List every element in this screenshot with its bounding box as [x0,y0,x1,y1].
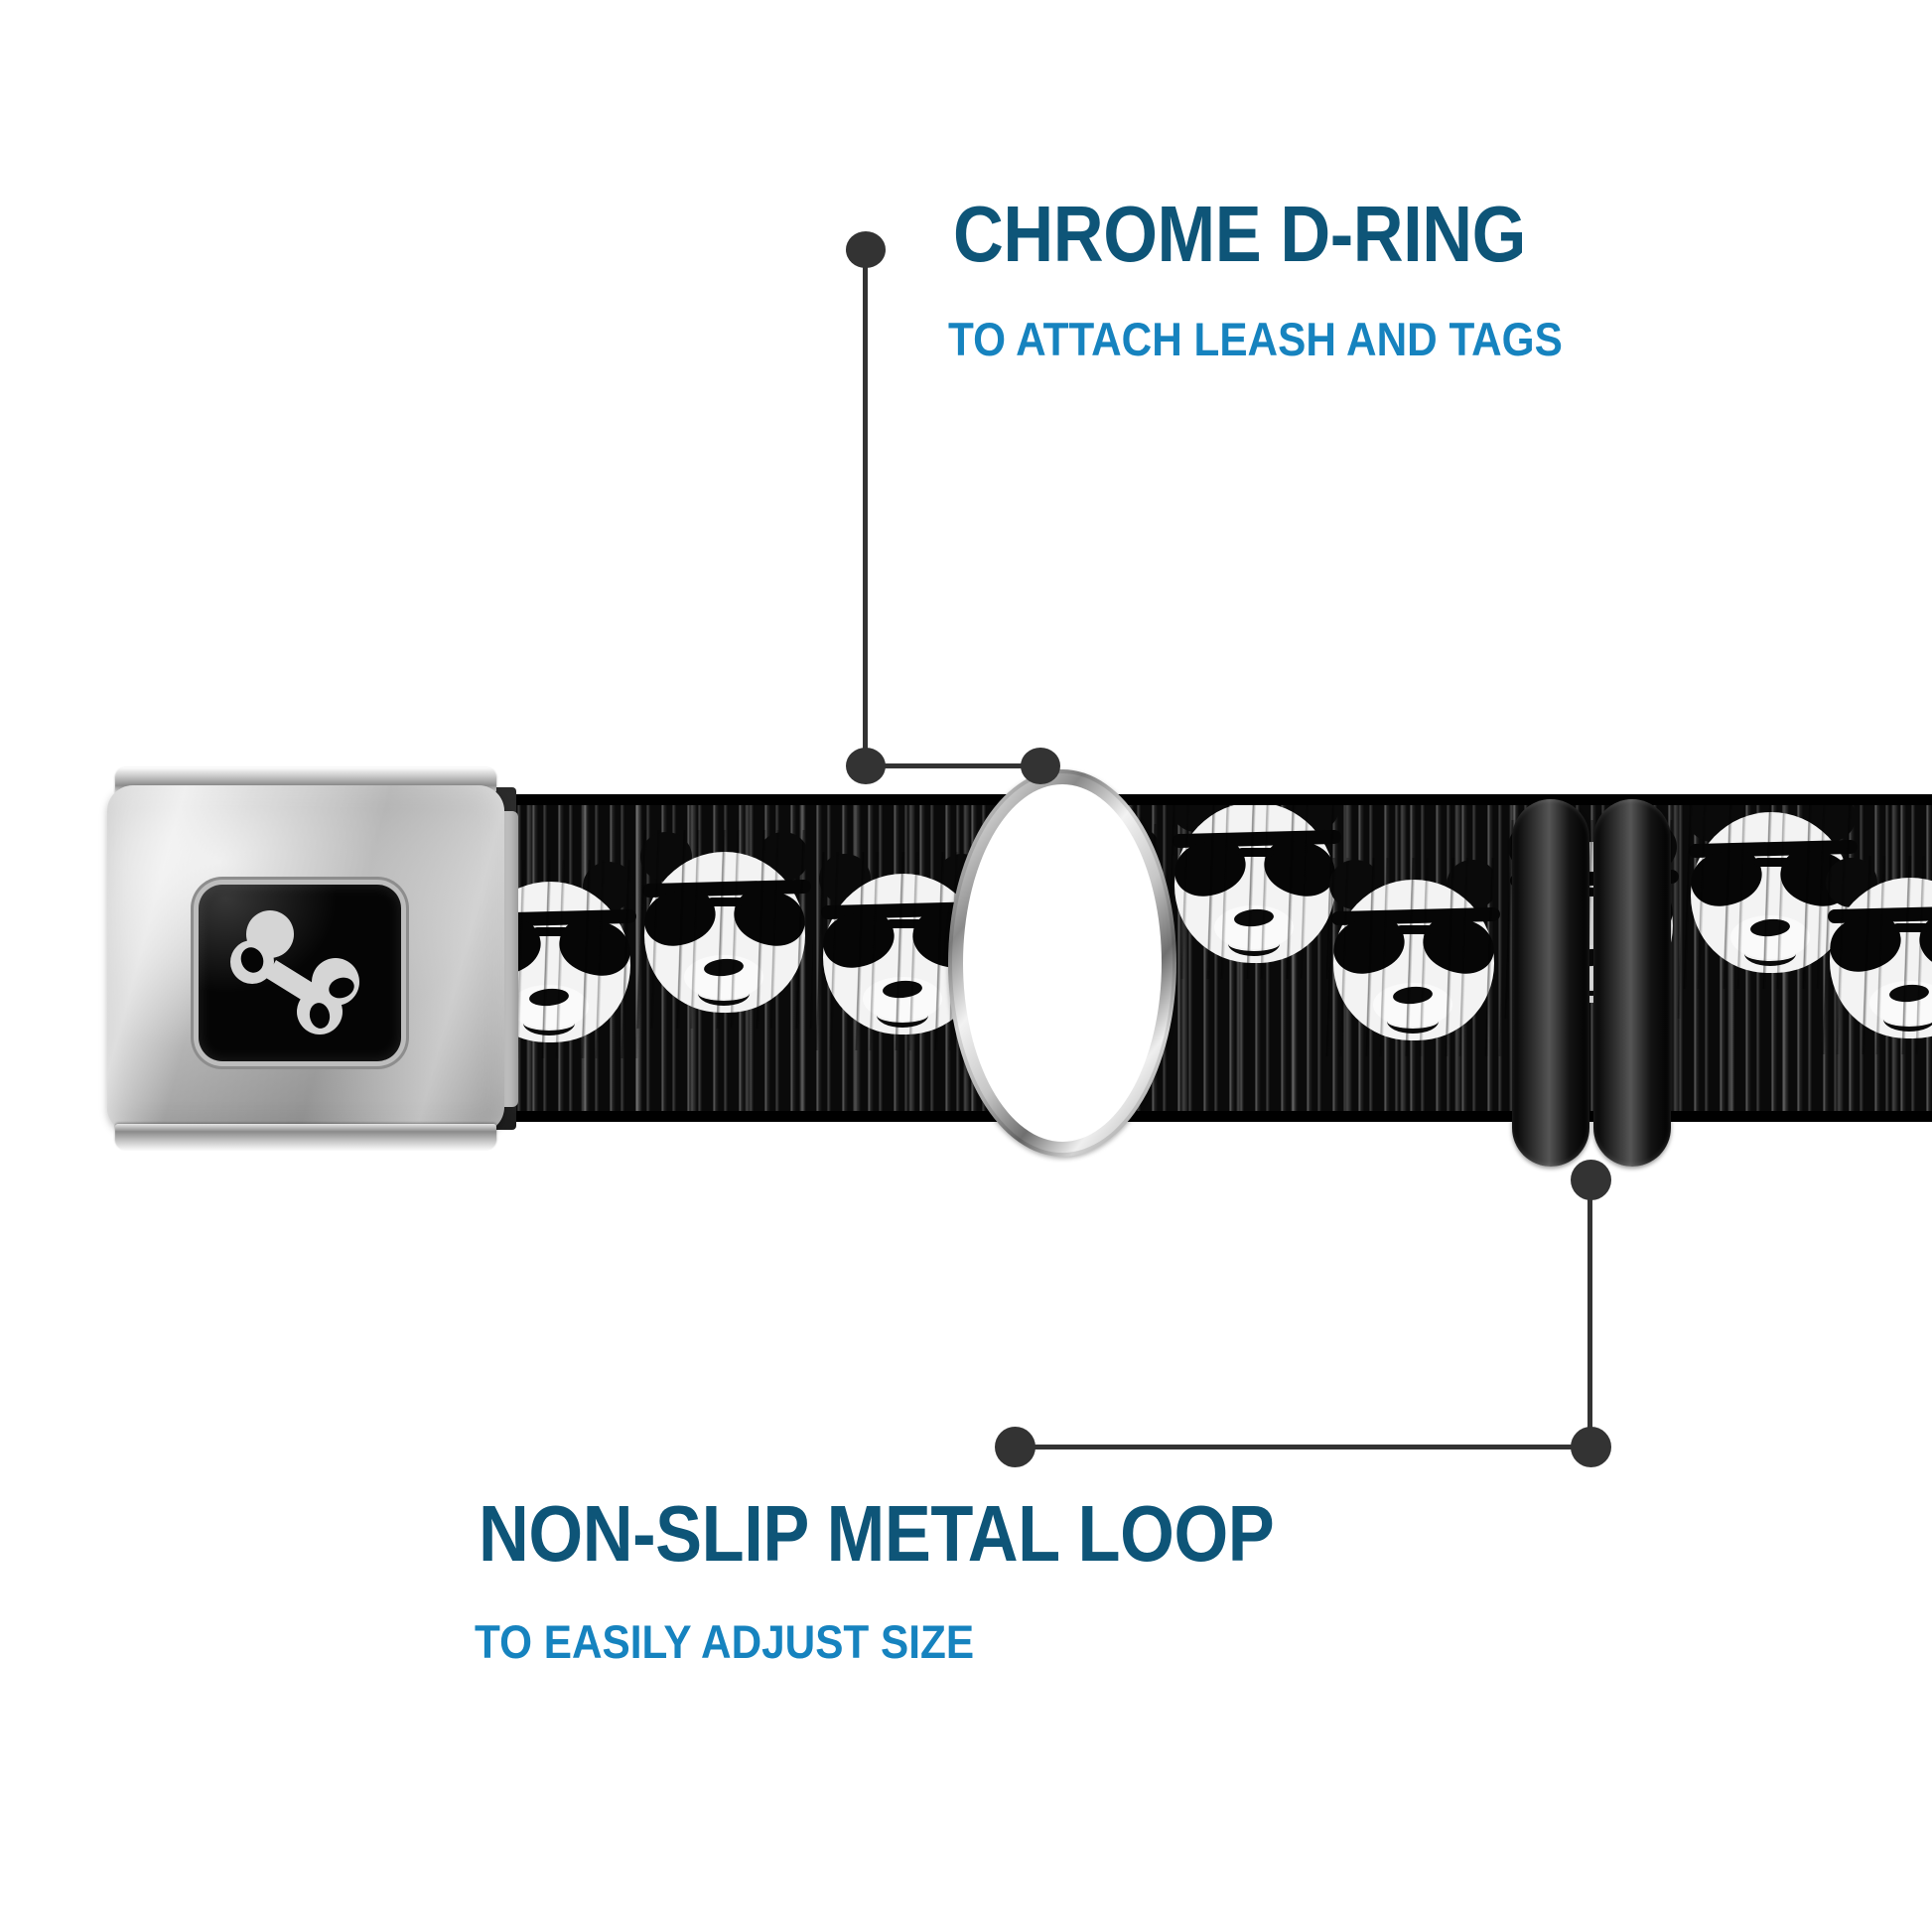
callout-dot-metal-loop-end [995,1427,1035,1467]
callout-line-d-ring-vertical [863,248,868,766]
callout-line-metal-loop-horizontal [1013,1445,1590,1449]
buckle-sheen [107,785,504,1133]
panda-face-icon [1504,820,1681,1019]
seatbelt-buckle [107,767,518,1150]
panda-face-icon [636,830,813,1029]
strap-tail [397,787,516,1130]
strap-edge-top [452,794,1932,805]
buckle-bottom-lip [115,1124,496,1150]
panda-face-icon [1683,794,1860,989]
loop-bar-right [1593,799,1671,1167]
panda-face-icon [988,824,1165,1023]
callout-subtitle-non-slip-metal-loop: TO EASILY ADJUST SIZE [475,1615,975,1668]
metal-adjustment-loop [1512,799,1671,1167]
callout-dot-d-ring-target [1021,748,1060,784]
strap-distressed-texture [452,794,1932,1122]
callout-title-non-slip-metal-loop: NON-SLIP METAL LOOP [479,1489,1275,1578]
callout-line-d-ring-horizontal [863,763,1039,768]
panda-face-icon [462,860,638,1058]
panda-face-icon [1822,856,1932,1054]
buckle-logo-plate [199,885,401,1061]
chrome-d-ring [948,769,1176,1157]
loop-window-left [1530,818,1572,1148]
callout-subtitle-chrome-d-ring: TO ATTACH LEASH AND TAGS [948,313,1563,365]
panda-face-icon [1167,794,1343,979]
callout-title-chrome-d-ring: CHROME D-RING [953,190,1527,278]
collar-strap [452,794,1932,1122]
panda-face-icon [815,852,992,1050]
loop-window-right [1611,818,1653,1148]
dog-bone-icon [230,910,359,1035]
buckle-top-lip [115,767,496,793]
logo-plate-gloss [199,885,338,994]
buckle-latch-tab [484,811,518,1107]
buckle-body [107,785,504,1133]
loop-bar-left [1512,799,1589,1167]
panda-face-icon [1325,858,1502,1056]
strap-edge-bottom [452,1111,1932,1122]
callout-line-metal-loop-vertical [1587,1187,1592,1448]
